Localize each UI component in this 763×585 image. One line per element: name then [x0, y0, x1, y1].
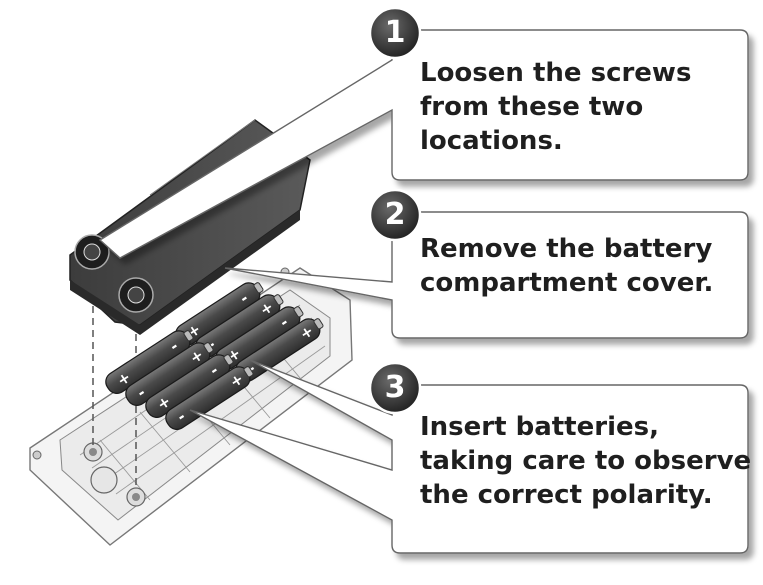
battery-icon: +-: [165, 366, 254, 430]
battery-icon: +-: [145, 354, 234, 418]
step-1-text: Loosen the screws from these two locatio…: [420, 58, 692, 156]
step-badge-1: [368, 6, 422, 60]
batteries: +-+-+-+-+-+-+-+-: [105, 282, 324, 430]
step-badge-3: [368, 361, 422, 415]
step-2-text: Remove the battery compartment cover.: [420, 234, 714, 298]
step-number-1: 1: [384, 15, 406, 50]
step-number-3: 3: [384, 370, 406, 405]
step-number-2: 2: [384, 197, 406, 232]
step-badge-2: [368, 188, 422, 242]
battery-icon: +-: [235, 318, 324, 382]
step-3-text: Insert batteries, taking care to observe…: [420, 412, 752, 510]
battery-icon: +-: [105, 330, 194, 394]
